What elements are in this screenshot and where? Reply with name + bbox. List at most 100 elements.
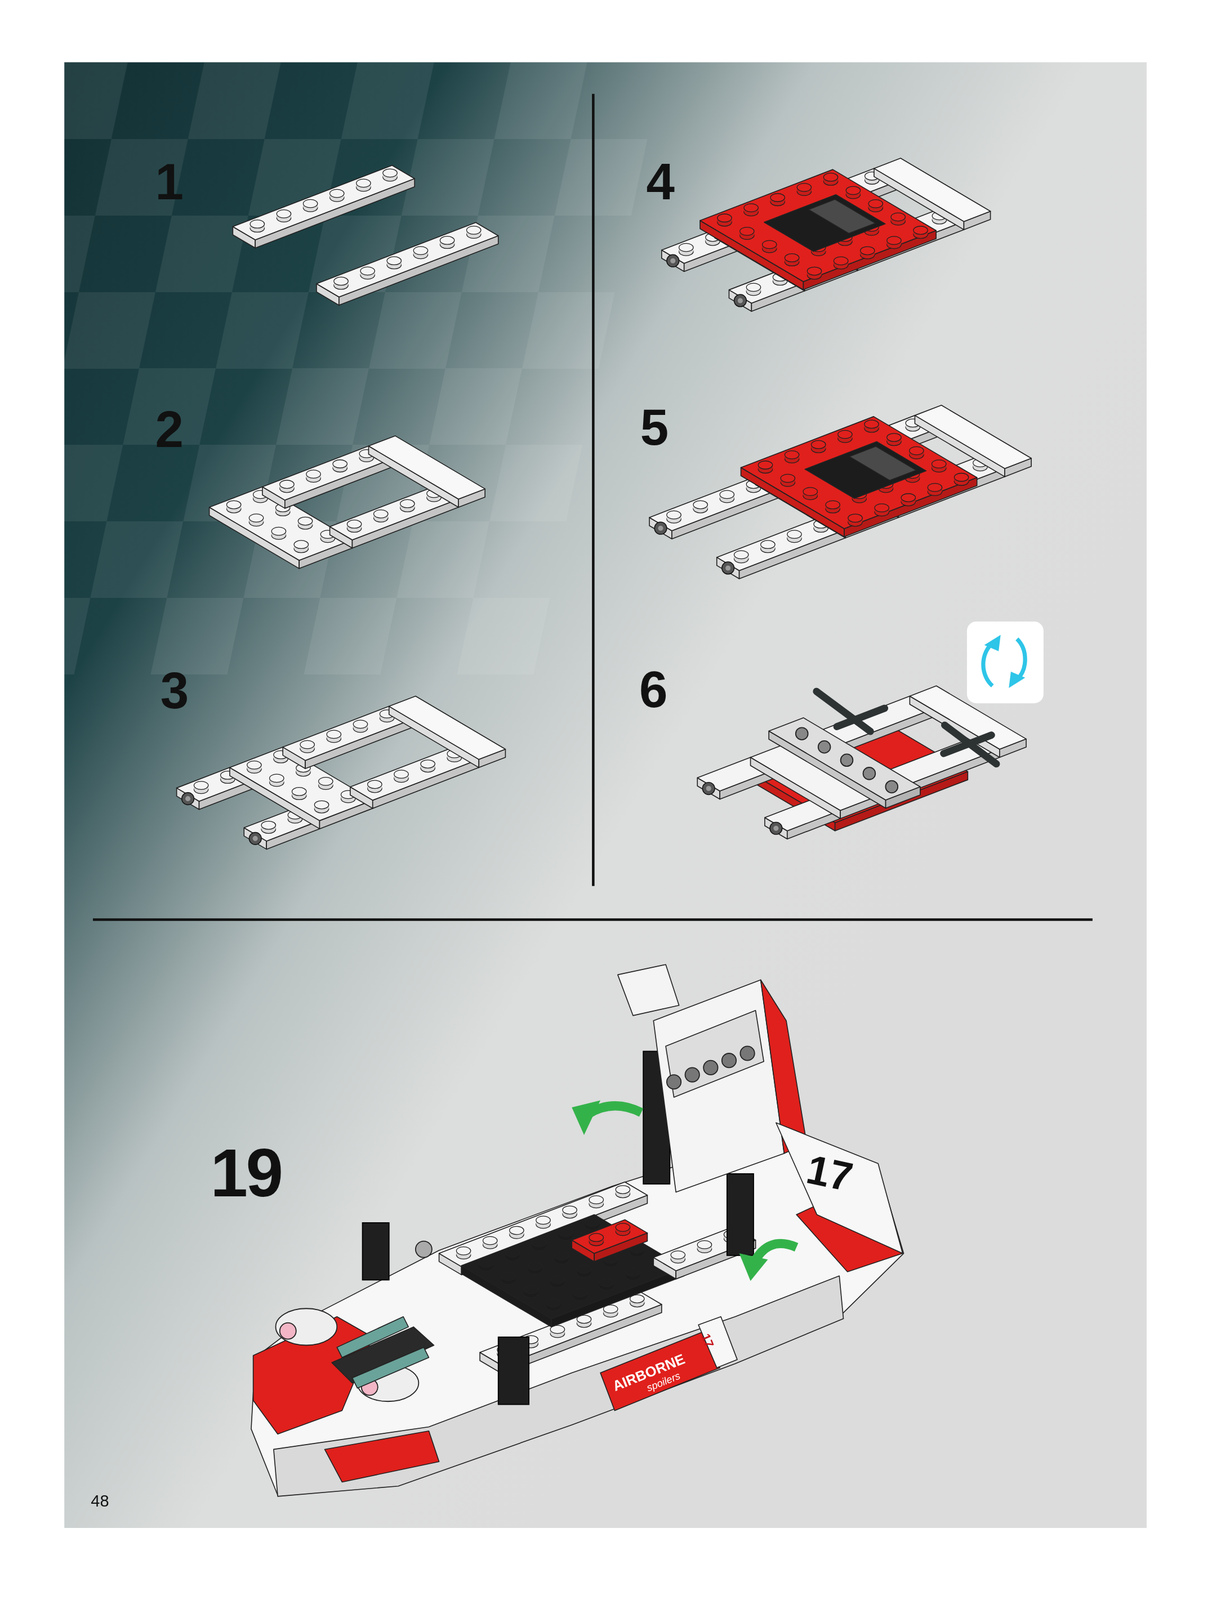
stud xyxy=(413,246,428,260)
stud xyxy=(630,1295,645,1308)
stud xyxy=(261,821,276,835)
hinge xyxy=(670,258,676,264)
stud xyxy=(306,470,321,483)
divider xyxy=(92,918,1093,922)
stud xyxy=(823,172,838,186)
brick-face xyxy=(768,731,886,809)
checker-square xyxy=(150,598,244,675)
step-number: 19 xyxy=(210,1139,282,1207)
checker-square xyxy=(429,368,523,445)
stud xyxy=(811,440,826,453)
roll-cage xyxy=(665,1010,764,1098)
stud xyxy=(796,183,812,196)
checker-square xyxy=(494,62,588,140)
rotate-icon xyxy=(967,621,1044,704)
stud xyxy=(760,540,775,554)
stud xyxy=(562,1206,577,1219)
brick-face xyxy=(316,222,499,297)
stud xyxy=(901,493,916,507)
stud xyxy=(784,451,799,464)
brick-face xyxy=(389,696,506,760)
step-6-parts xyxy=(697,685,1027,840)
sticker xyxy=(698,1317,738,1369)
stud xyxy=(367,780,382,793)
brick-face xyxy=(368,435,485,499)
stud xyxy=(276,210,291,223)
stud xyxy=(603,1305,618,1318)
hole xyxy=(685,1067,700,1082)
stud xyxy=(400,499,415,512)
stud xyxy=(527,1262,542,1276)
stud xyxy=(193,781,208,795)
stud xyxy=(833,256,848,270)
turn-arrow xyxy=(739,1253,769,1282)
hinge xyxy=(702,782,715,796)
stud xyxy=(332,460,347,473)
stud xyxy=(420,760,435,773)
checker-square xyxy=(0,598,91,675)
brick-drawings xyxy=(176,158,1044,1497)
stud xyxy=(868,199,883,213)
brick-face xyxy=(740,416,977,529)
stud xyxy=(318,777,333,791)
stud xyxy=(550,1275,565,1289)
checker-square xyxy=(188,62,282,140)
stud xyxy=(333,277,349,290)
intake xyxy=(351,1347,429,1389)
hole xyxy=(703,1061,718,1076)
stud xyxy=(615,1186,630,1199)
hinge xyxy=(769,822,783,835)
stud xyxy=(226,500,241,514)
hole xyxy=(740,1046,755,1061)
stud xyxy=(666,510,681,524)
post xyxy=(362,1223,390,1281)
hinge xyxy=(181,792,195,806)
checker-square xyxy=(461,215,555,293)
stud xyxy=(845,186,861,199)
stud xyxy=(536,1216,551,1229)
hole xyxy=(885,781,898,794)
grille xyxy=(804,441,926,499)
car-skirt xyxy=(273,1276,844,1497)
stud xyxy=(589,1233,604,1247)
hole xyxy=(722,1053,737,1068)
brick-face xyxy=(461,1214,684,1320)
stud xyxy=(386,256,401,270)
engine xyxy=(275,1308,338,1346)
stud xyxy=(250,220,265,233)
checker-pattern xyxy=(0,62,648,676)
stud xyxy=(576,1315,591,1329)
hinge xyxy=(248,832,262,845)
car-nose xyxy=(324,1431,440,1483)
axle xyxy=(836,708,885,728)
grille xyxy=(849,446,917,481)
checker-square xyxy=(456,598,550,675)
stud xyxy=(292,787,307,801)
stud xyxy=(762,240,777,253)
stud xyxy=(693,500,708,514)
stud xyxy=(585,1218,600,1232)
checker-square xyxy=(62,292,156,369)
step-number: 2 xyxy=(155,404,182,456)
checker-square xyxy=(215,292,309,369)
stud xyxy=(770,193,785,207)
stud xyxy=(807,266,822,280)
step-1-parts xyxy=(232,165,498,306)
stud xyxy=(719,490,734,503)
stud xyxy=(913,226,928,239)
stud xyxy=(509,1226,524,1240)
stud xyxy=(314,800,329,814)
brick-face xyxy=(700,169,937,282)
stud xyxy=(717,214,732,227)
stud xyxy=(734,550,749,564)
sticker xyxy=(600,1332,720,1412)
stud xyxy=(356,179,371,192)
stud xyxy=(758,461,773,474)
step-4-parts xyxy=(661,158,991,312)
post xyxy=(727,1174,754,1256)
hinge xyxy=(725,565,731,571)
step-number: 4 xyxy=(646,156,674,208)
hinge xyxy=(252,836,258,842)
stud xyxy=(269,774,284,787)
